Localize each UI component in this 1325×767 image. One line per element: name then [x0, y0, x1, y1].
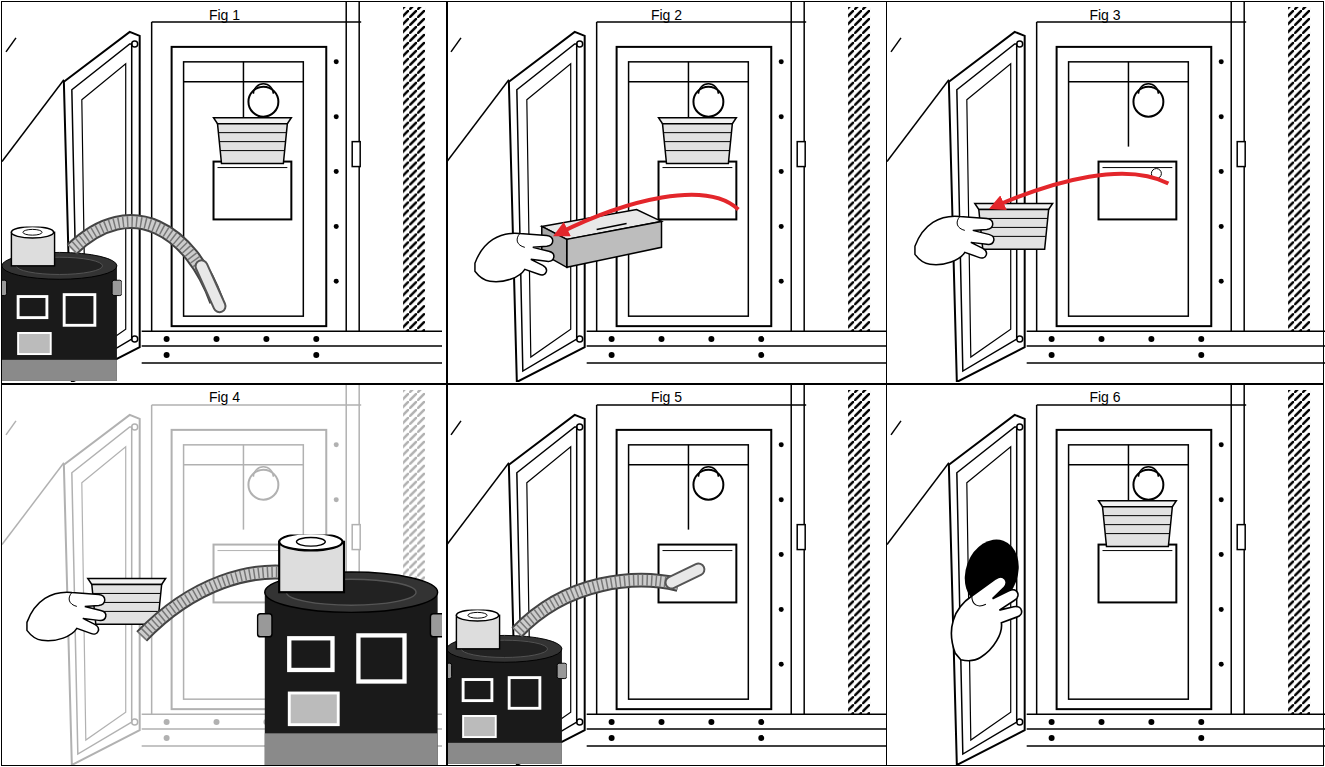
hand: [27, 592, 106, 641]
hose-nozzle: [671, 570, 698, 583]
vacuum-cleaner: [258, 533, 442, 765]
figure-panel: Fig 6: [886, 383, 1324, 766]
figure-label: Fig 2: [447, 2, 886, 23]
stove-drawing: [447, 2, 887, 382]
illustration-vacuum-firebox: [2, 2, 442, 382]
figure-label: Fig 4: [2, 384, 447, 405]
illustration-remove-brazier: [887, 2, 1325, 382]
figure-panel: Fig 3: [886, 1, 1324, 385]
motion-arrow: [995, 174, 1169, 207]
figure-label: Fig 1: [2, 2, 447, 23]
figure-label: Fig 5: [447, 384, 886, 405]
illustration-vacuum-brazier: [2, 385, 442, 765]
figure-panel: Fig 4: [1, 383, 448, 766]
ash-box: [542, 209, 662, 267]
vacuum-cleaner: [2, 227, 122, 381]
hand: [915, 216, 994, 265]
stove-drawing: [887, 2, 1325, 382]
brazier-holder: [1099, 162, 1177, 220]
hose-nozzle: [671, 570, 698, 583]
brazier-holder: [214, 162, 292, 220]
brazier: [1099, 501, 1177, 547]
figure-panel: Fig 1: [1, 1, 448, 385]
brazier: [659, 118, 737, 164]
figure-label: Fig 3: [887, 2, 1323, 23]
brazier-holder: [659, 162, 737, 220]
stove-drawing: [887, 385, 1325, 765]
illustration-vacuum-holder: [447, 385, 887, 765]
vacuum-cleaner: [447, 610, 567, 764]
hand: [934, 572, 1035, 669]
figure-panel: Fig 5: [446, 383, 887, 766]
hose-nozzle: [202, 266, 220, 306]
hose-nozzle: [202, 266, 220, 306]
illustration-clean-glass: [887, 385, 1325, 765]
figure-label: Fig 6: [887, 384, 1323, 405]
brazier: [214, 118, 292, 164]
hand: [475, 233, 554, 282]
figure-panel: Fig 2: [446, 1, 887, 385]
brazier-holder: [659, 545, 737, 603]
brazier-holder: [1099, 545, 1177, 603]
vacuum-hose: [517, 580, 679, 632]
illustration-remove-ash-box: [447, 2, 887, 382]
motion-arrow: [559, 195, 739, 234]
vacuum-hose: [72, 222, 217, 302]
